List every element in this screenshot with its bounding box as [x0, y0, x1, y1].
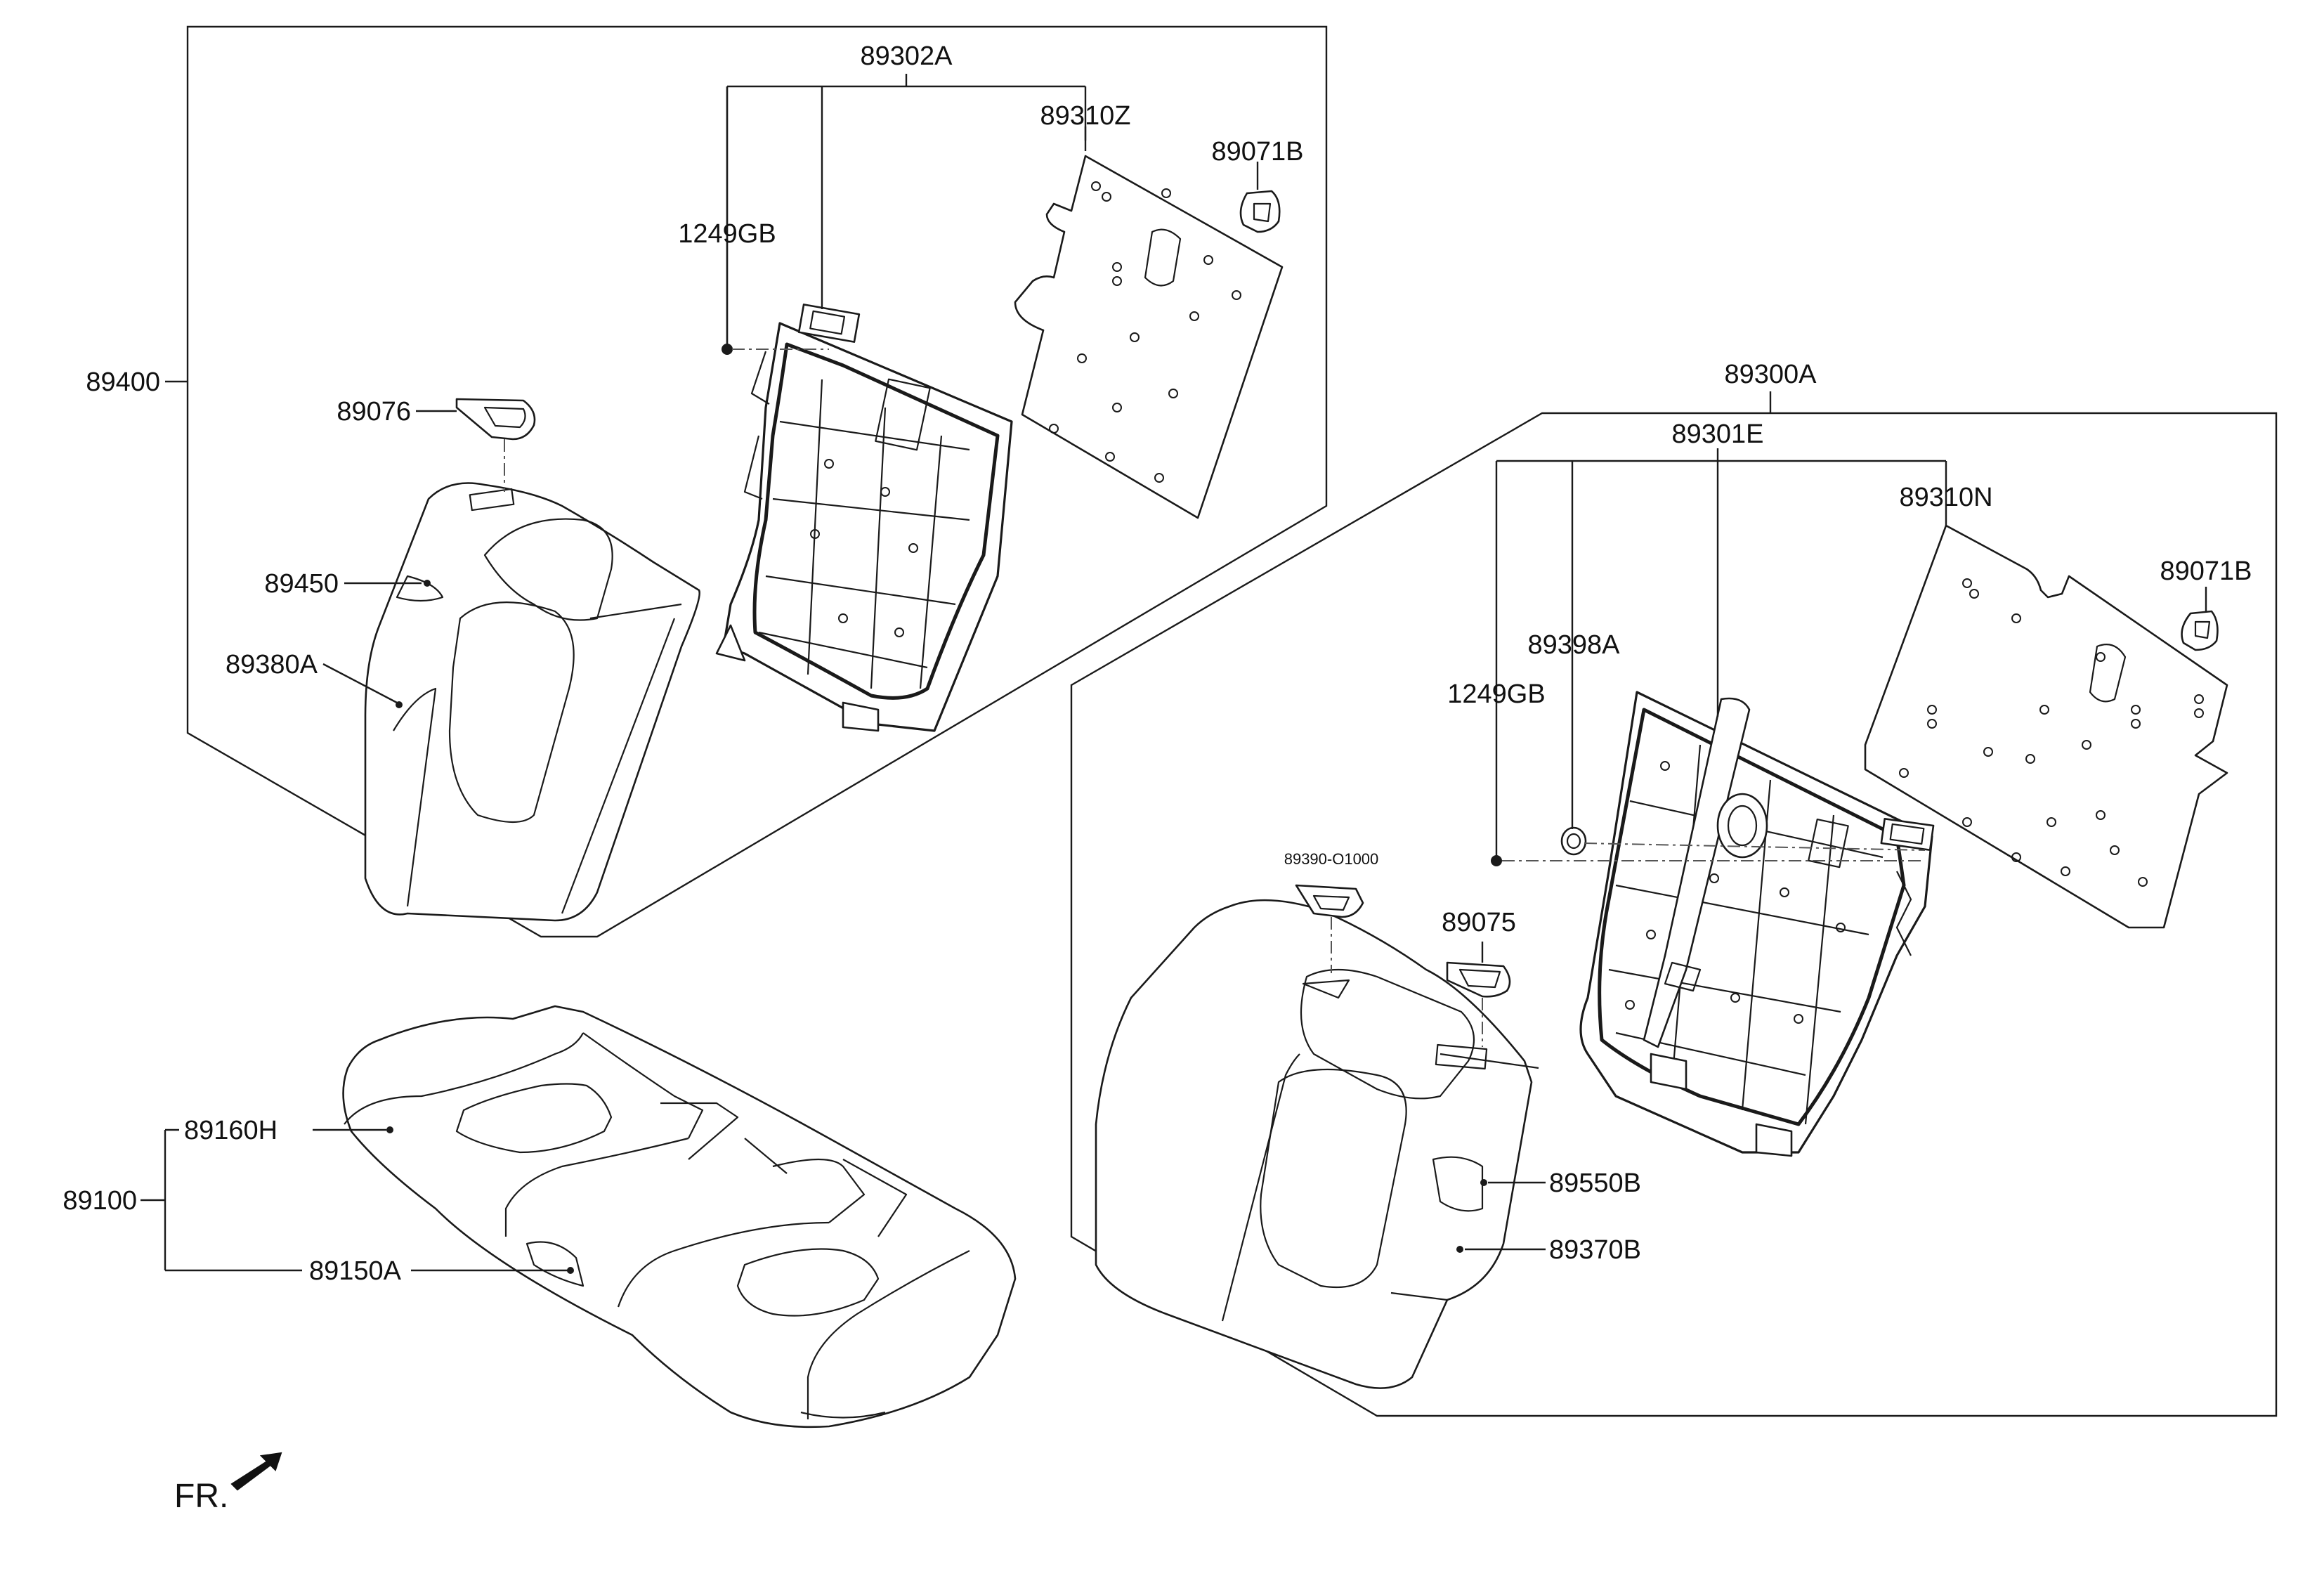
label-89301E: 89301E [1671, 419, 1763, 449]
label-89075: 89075 [1442, 908, 1516, 937]
label-89071B-top: 89071B [1211, 137, 1303, 167]
seatback-cover-right [1095, 899, 1539, 1389]
label-89450: 89450 [264, 569, 339, 599]
label-89310N: 89310N [1899, 483, 1992, 512]
rear-panel-89310N [1864, 524, 2228, 929]
headrest-guide-89076 [455, 398, 536, 441]
seatback-frame-left [715, 304, 1013, 732]
label-89300A: 89300A [1724, 360, 1817, 389]
front-direction-arrow-icon [230, 1452, 282, 1491]
label-front: FR. [174, 1478, 228, 1515]
assembly-box-89300A [1070, 412, 2278, 1417]
label-89076: 89076 [337, 397, 411, 427]
clip-89071B-top [1239, 190, 1281, 233]
headrest-guide-89075 [1446, 961, 1511, 998]
label-89400: 89400 [86, 367, 160, 397]
label-89071B-right: 89071B [2160, 557, 2252, 586]
label-1249GB-right: 1249GB [1447, 679, 1545, 709]
headrest-guide-89390 [1295, 884, 1364, 918]
label-89370B: 89370B [1549, 1235, 1641, 1265]
label-89302A: 89302A [860, 41, 953, 71]
label-89380A: 89380A [226, 650, 318, 679]
label-89398A: 89398A [1527, 630, 1620, 660]
label-89100: 89100 [63, 1186, 137, 1216]
seatback-frame-right [1579, 691, 1935, 1157]
bushing-89398A [1560, 826, 1587, 856]
assembly-box-89400 [186, 25, 1328, 938]
clip-89071B-right [2181, 610, 2219, 651]
rear-panel-89310Z [1014, 155, 1284, 519]
label-89150A: 89150A [309, 1256, 402, 1286]
seat-cushion-89160H [342, 1005, 1017, 1428]
label-1249GB-top: 1249GB [678, 219, 776, 249]
label-89160H: 89160H [184, 1116, 278, 1145]
label-89310Z: 89310Z [1040, 101, 1131, 131]
seatback-cover-left [364, 482, 700, 922]
label-89550B: 89550B [1549, 1169, 1641, 1198]
label-89390-O1000: 89390-O1000 [1284, 850, 1379, 868]
